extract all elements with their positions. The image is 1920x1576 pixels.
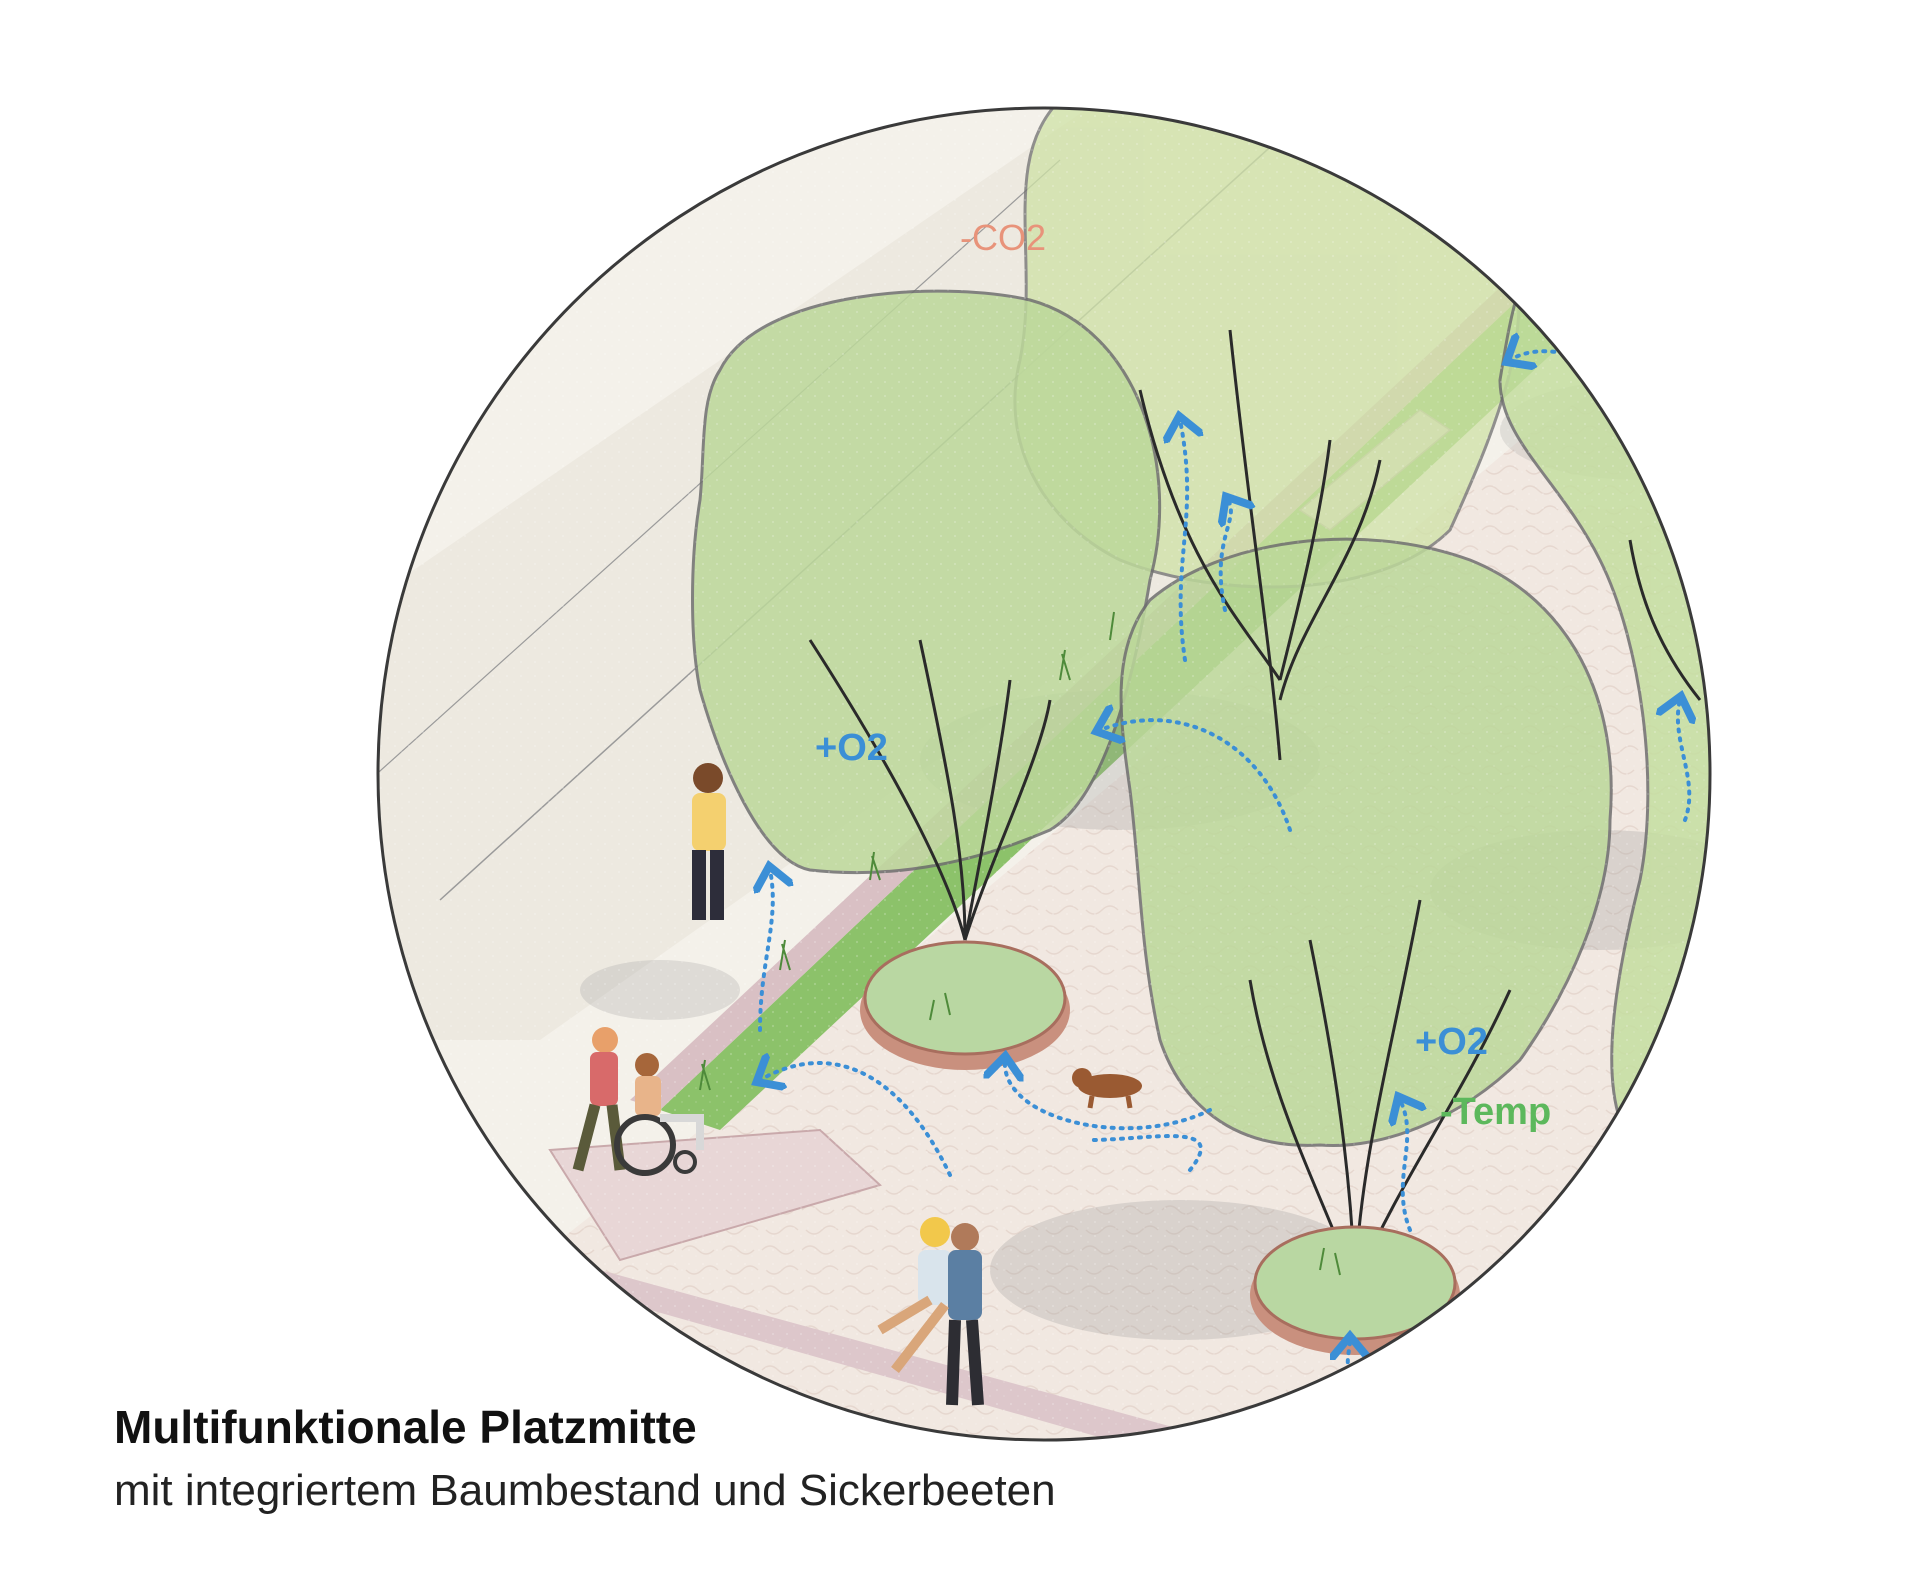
couple-hugging-icon	[877, 1217, 984, 1406]
temp-label: -Temp	[1440, 1091, 1551, 1133]
o2-label-right: +O2	[1415, 1021, 1488, 1063]
wheelchair-user-icon	[614, 1053, 704, 1176]
tree-branches	[808, 329, 1702, 1286]
vignette-circle-outline	[376, 106, 1712, 1442]
dog-icon	[1072, 1068, 1142, 1109]
tree-planter-right	[1250, 1225, 1460, 1355]
caption-title: Multifunktionale Platzmitte	[114, 1401, 697, 1453]
planted-shrubs	[699, 611, 1341, 1276]
o2-label-left: +O2	[815, 727, 888, 769]
tree-planter-left	[860, 940, 1070, 1070]
person-standing-icon	[692, 763, 726, 920]
caption-subtitle: mit integriertem Baumbestand und Sickerb…	[114, 1466, 1056, 1515]
co2-label: -CO2	[960, 217, 1046, 258]
